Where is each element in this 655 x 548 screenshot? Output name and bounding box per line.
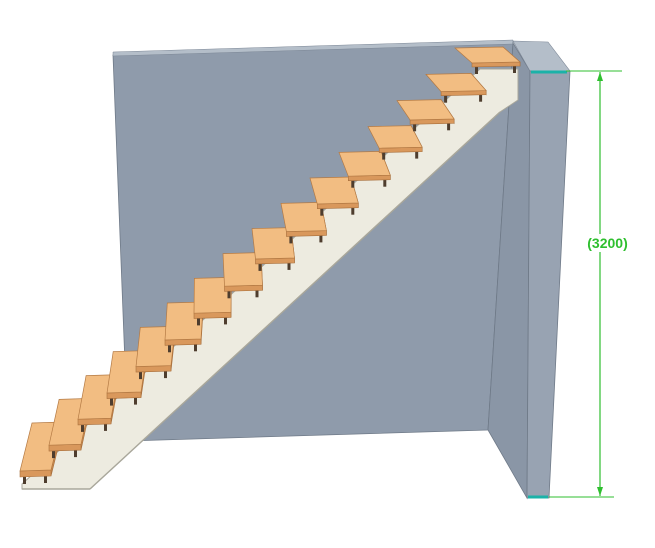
tread-leg bbox=[44, 475, 47, 483]
tread-top-face bbox=[222, 252, 263, 287]
tread-leg bbox=[74, 449, 77, 458]
tread-leg bbox=[479, 93, 483, 102]
tread bbox=[425, 72, 487, 103]
tread-top-face bbox=[280, 202, 327, 232]
tread-top-face bbox=[396, 99, 455, 121]
treads bbox=[19, 46, 521, 484]
tread-leg bbox=[513, 65, 516, 73]
dimension-arrow-top bbox=[597, 72, 603, 81]
tread-leg bbox=[383, 178, 387, 187]
tread-leg bbox=[255, 289, 259, 298]
tread-leg bbox=[444, 94, 448, 103]
tread-top-face bbox=[309, 176, 359, 205]
stringer-lower-edge bbox=[89, 111, 501, 490]
tread bbox=[222, 252, 263, 299]
height-dimension: (3200) bbox=[549, 70, 631, 498]
tread-leg bbox=[168, 344, 171, 353]
tread-leg bbox=[475, 66, 478, 74]
side-wall bbox=[487, 40, 571, 500]
tread-leg bbox=[52, 450, 55, 459]
dimension-label-backdrop bbox=[584, 234, 631, 252]
tread-leg bbox=[320, 207, 324, 216]
dimension-label: (3200) bbox=[587, 235, 627, 251]
tread-leg bbox=[351, 206, 355, 215]
tread-leg bbox=[382, 151, 386, 160]
tread-top-face bbox=[425, 73, 487, 92]
tread-leg bbox=[110, 397, 113, 406]
tread-top-face bbox=[454, 46, 521, 64]
tread-leg bbox=[289, 235, 293, 244]
tread-leg bbox=[224, 316, 227, 325]
tread-leg bbox=[164, 370, 167, 379]
tread bbox=[193, 277, 232, 326]
tread-leg bbox=[197, 317, 200, 326]
tread-leg bbox=[413, 123, 417, 132]
tread bbox=[396, 98, 455, 132]
tread-leg bbox=[319, 234, 323, 243]
tread-leg bbox=[134, 396, 137, 405]
tread-leg bbox=[81, 423, 84, 432]
tread-leg bbox=[351, 179, 355, 188]
tread-leg bbox=[447, 122, 451, 131]
tread-leg bbox=[194, 343, 197, 352]
tread bbox=[251, 227, 295, 271]
stringer bbox=[21, 68, 519, 490]
tread bbox=[454, 46, 521, 74]
tread-leg bbox=[287, 261, 291, 270]
tread bbox=[367, 125, 423, 160]
tread-leg bbox=[415, 150, 419, 159]
tread-leg bbox=[227, 290, 231, 299]
tread bbox=[280, 202, 327, 244]
tread-leg bbox=[258, 262, 262, 271]
tread-leg bbox=[23, 476, 26, 484]
tread-leg bbox=[104, 422, 107, 431]
tread bbox=[338, 151, 391, 188]
tread-top-face bbox=[367, 125, 423, 149]
tread-leg bbox=[139, 371, 142, 380]
tread-top-face bbox=[338, 151, 391, 177]
tread-top-face bbox=[193, 277, 232, 314]
dimension-arrow-bottom bbox=[597, 487, 603, 496]
tread-top-face bbox=[251, 227, 295, 260]
